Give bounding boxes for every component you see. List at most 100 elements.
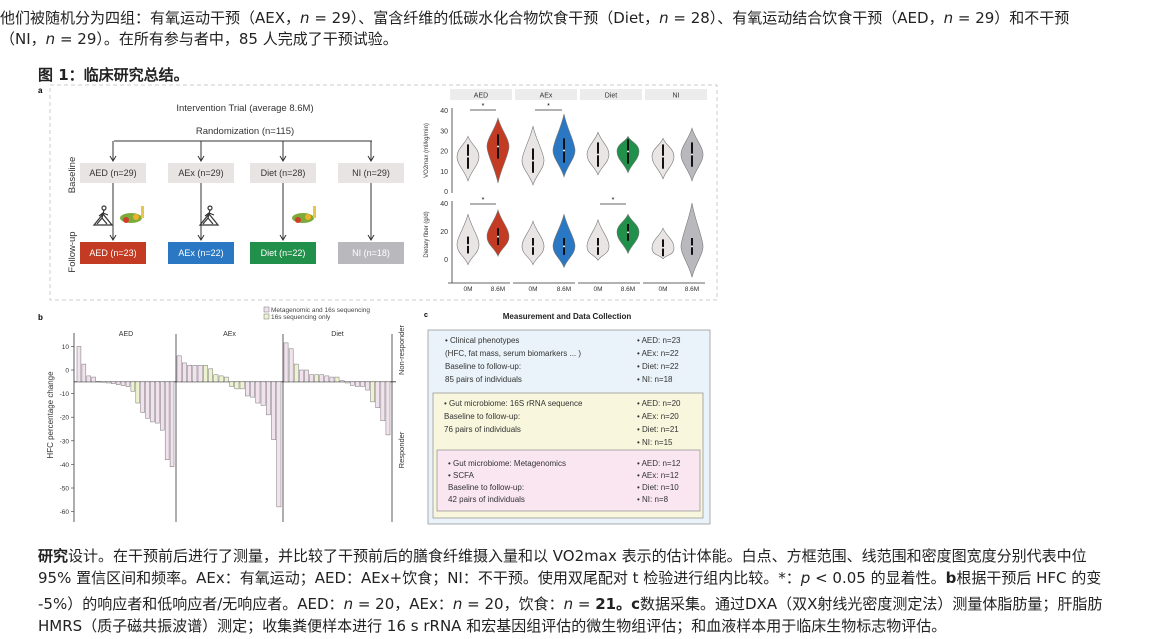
y-tick-label: -10 — [60, 391, 70, 398]
legend-swatch-metagenomic — [263, 306, 270, 313]
hfc-bar — [370, 381, 375, 403]
x-tick-label: 0M — [463, 286, 472, 293]
y-tick-label: 40 — [440, 108, 448, 115]
significance-mark: * — [482, 197, 485, 204]
y-tick-label: -60 — [60, 509, 70, 516]
caption-line-2: 95% 置信区间和频率。AEx：有氧运动；AED：AEx+饮食；NI：不干预。使… — [38, 568, 1101, 588]
baseline-box — [250, 163, 316, 183]
measurement-boxes: • Clinical phenotypes(HFC, fat mass, ser… — [427, 329, 711, 525]
figure-title: 图 1：临床研究总结。 — [38, 66, 189, 84]
facet-label: AEx — [540, 93, 553, 100]
text: c — [631, 595, 641, 613]
followup-group-label: AEx (n=22) — [178, 248, 223, 258]
violin-median — [597, 245, 599, 248]
group-label: AEx — [223, 331, 236, 338]
panel-b-label: b — [38, 313, 43, 322]
text: n — [452, 595, 463, 613]
hfc-bar — [260, 381, 266, 406]
facet-strip — [580, 89, 642, 100]
y-tick-label: -30 — [60, 438, 70, 445]
hfc-bar — [106, 381, 111, 384]
text: = — [573, 595, 596, 613]
baseline-box — [168, 163, 234, 183]
followup-group-label: NI (n=18) — [352, 248, 390, 258]
followup-group-label: AED (n=23) — [89, 248, 136, 258]
x-tick-label: 0M — [528, 286, 537, 293]
box-text: • Gut microbiome: Metagenomics — [448, 459, 566, 468]
hfc-bar — [115, 381, 121, 385]
text: = 20，AEx： — [353, 595, 453, 613]
hfc-bar — [319, 374, 325, 383]
hfc-bar — [385, 381, 391, 436]
box-count: • AED: n=23 — [637, 336, 681, 345]
box-text: Baseline to follow-up: — [444, 412, 520, 421]
food-icon — [292, 206, 316, 223]
arrow-head-icon — [279, 155, 287, 162]
arrow-head-icon — [197, 234, 205, 241]
intro-line-2: 他们被随机分为四组：有氧运动干预（AEX，n = 29）、富含纤维的低碳水化合物… — [0, 8, 1069, 28]
y-tick-label: 20 — [440, 229, 448, 236]
hfc-bar — [266, 381, 271, 416]
text: = 29）和不干预 — [953, 9, 1070, 27]
baseline-group-label: Diet (n=28) — [261, 168, 306, 178]
non-responder-label: Non-responder — [397, 324, 406, 375]
hfc-bar — [203, 365, 208, 383]
text: b — [945, 569, 957, 587]
hfc-bar — [380, 381, 386, 421]
violin-median — [497, 235, 499, 238]
hfc-bar — [324, 375, 330, 383]
hfc-bar — [293, 363, 299, 383]
hfc-bar — [334, 376, 340, 383]
followup-box — [80, 242, 146, 264]
exercise-icon — [92, 205, 114, 226]
text: p — [800, 569, 811, 587]
baseline-group-label: NI (n=29) — [352, 168, 390, 178]
hfc-bar — [155, 381, 160, 424]
legend-16s: 16s sequencing only — [271, 314, 331, 321]
significance-mark: * — [612, 197, 615, 204]
arrow-head-icon — [197, 155, 205, 162]
text: n — [563, 595, 574, 613]
hfc-bar — [125, 381, 131, 387]
hfc-bar — [96, 381, 101, 383]
text: = 29）、富含纤维的低碳水化合物饮食干预（Diet， — [309, 9, 660, 27]
hfc-bar — [245, 381, 250, 397]
baseline-box — [80, 163, 146, 183]
x-tick-label: 0M — [593, 286, 602, 293]
text: = 29）。在所有参与者中，85 人完成了干预试验。 — [55, 30, 398, 48]
hfc-bar — [135, 381, 140, 404]
violin-median — [532, 159, 534, 162]
box-text: • SCFA — [448, 471, 475, 480]
followup-box — [168, 242, 234, 264]
facet-label: NI — [673, 93, 680, 100]
hfc-bar — [76, 346, 82, 383]
text: n — [45, 30, 56, 48]
panel-a-label: a — [38, 86, 43, 95]
hfc-bar — [304, 369, 309, 383]
trial-title: Intervention Trial (average 8.6M) — [176, 103, 313, 114]
hfc-bar — [299, 369, 304, 383]
violin-median — [467, 244, 469, 246]
text: n — [943, 9, 954, 27]
text: = 28）、有氧运动结合饮食干预（AED， — [668, 9, 944, 27]
y-tick-label: 0 — [444, 189, 448, 196]
facet-label: Diet — [605, 93, 618, 100]
hfc-bar — [309, 374, 314, 383]
violin-median — [467, 155, 469, 158]
hfc-bar — [120, 381, 126, 386]
hfc-bar — [86, 375, 91, 383]
violin-median — [627, 150, 629, 153]
violin-median — [662, 246, 664, 249]
box-count: • NI: n=8 — [637, 495, 669, 504]
y-tick-label: 0 — [65, 368, 69, 375]
facet-strip — [645, 89, 707, 100]
text: n — [659, 9, 669, 27]
hfc-bar — [218, 375, 224, 383]
hfc-bar — [224, 376, 229, 383]
hfc-bar — [239, 381, 245, 390]
text: < 0.05 的显着性。 — [810, 569, 946, 587]
significance-mark: * — [547, 103, 550, 110]
hfc-bar — [145, 381, 150, 419]
text: 根据干预后 HFC 的变 — [956, 569, 1102, 587]
